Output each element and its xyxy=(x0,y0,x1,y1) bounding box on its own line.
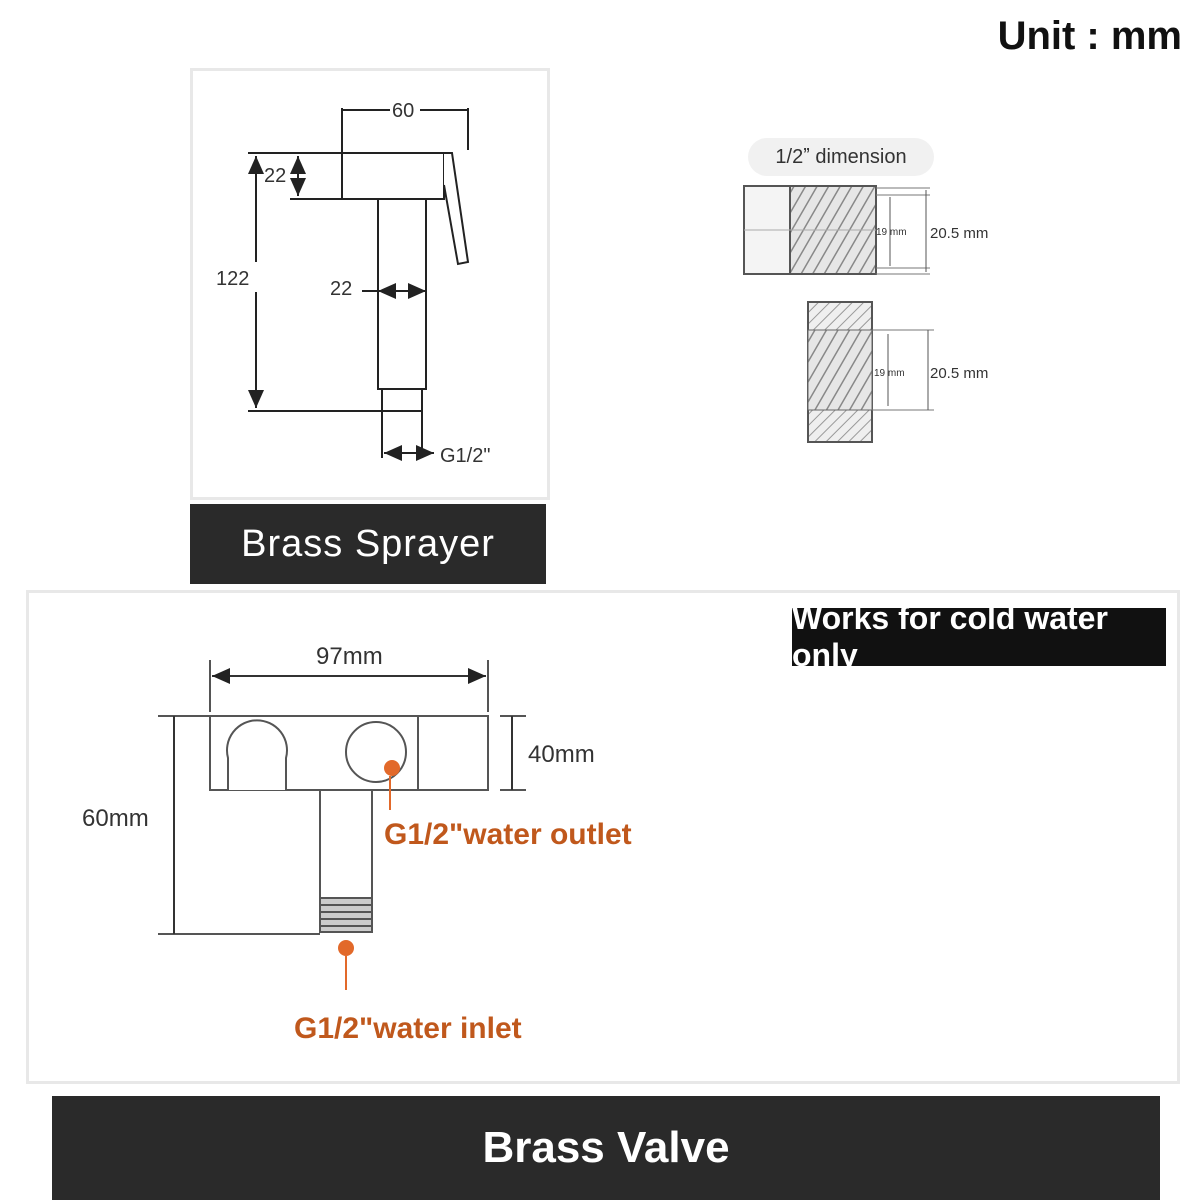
sprayer-head-height-label: 22 xyxy=(264,165,286,187)
male-inner-label: 19 mm xyxy=(876,227,907,238)
sprayer-width-label: 60 xyxy=(392,100,414,122)
female-thread-detail xyxy=(807,301,934,443)
female-outer-label: 20.5 mm xyxy=(930,365,988,382)
valve-total-height-label: 60mm xyxy=(82,805,149,832)
unit-label: Unit : mm xyxy=(997,14,1182,58)
female-inner-label: 19 mm xyxy=(874,368,905,379)
valve-drawing xyxy=(158,660,526,935)
inlet-marker xyxy=(338,940,354,990)
sprayer-caption: Brass Sprayer xyxy=(190,504,546,584)
valve-caption: Brass Valve xyxy=(52,1096,1160,1200)
water-outlet-label: G1/2"water outlet xyxy=(384,818,632,851)
sprayer-lever xyxy=(443,152,470,266)
male-thread-detail xyxy=(743,185,930,275)
holder-slot xyxy=(226,719,288,790)
male-outer-label: 20.5 mm xyxy=(930,225,988,242)
sprayer-thread-label: G1/2" xyxy=(440,445,490,467)
sprayer-thread-end xyxy=(381,388,423,412)
valve-height-label: 40mm xyxy=(528,741,595,768)
sprayer-total-height-label: 122 xyxy=(216,268,249,290)
valve-knob xyxy=(417,715,489,791)
sprayer-stem-width-label: 22 xyxy=(330,278,352,300)
valve-stem xyxy=(319,789,373,899)
outlet-marker xyxy=(384,760,400,810)
sprayer-stem xyxy=(377,198,427,390)
sprayer-drawing xyxy=(248,108,470,461)
sprayer-head xyxy=(341,152,445,200)
water-inlet-label: G1/2"water inlet xyxy=(294,1012,522,1045)
sprayer-diagram-frame xyxy=(190,68,550,500)
valve-width-label: 97mm xyxy=(316,643,383,670)
thread-dimension-title: 1/2ˮ dimension xyxy=(748,138,934,176)
